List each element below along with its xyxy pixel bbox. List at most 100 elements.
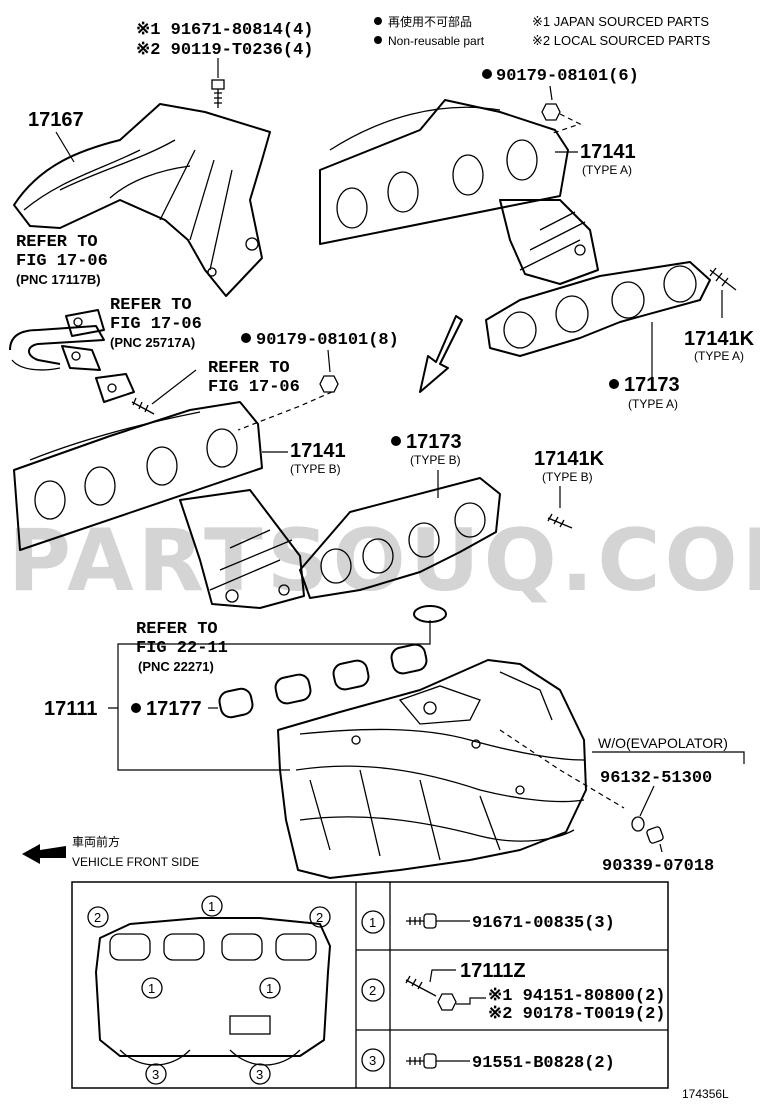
non-reusable-dot-icon (131, 703, 141, 713)
label-90178-t0019: ※2 90178-T0019(2) (488, 1005, 665, 1024)
label-type-b: (TYPE B) (410, 453, 461, 467)
leader-line (429, 969, 456, 983)
label-pnc-22271: (PNC 22271) (138, 659, 214, 674)
nut-icon (541, 103, 561, 121)
gasket-17173-type-b-icon (299, 477, 501, 599)
fastener-table: 2 1 2 1 1 3 3 1 (71, 881, 669, 1089)
label-nut-90179-08101-6: 90179-08101(6) (496, 67, 639, 86)
callout-circle-3: 3 (145, 1063, 167, 1085)
label-pnc-25717a: (PNC 25717A) (110, 335, 195, 350)
nut-icon (319, 375, 339, 393)
non-reusable-dot-icon (482, 69, 492, 79)
label-wo-evapolator: W/O(EVAPOLATOR) (598, 735, 728, 751)
bolt-icon (211, 79, 225, 108)
label-94151-80800: ※1 94151-80800(2) (488, 987, 665, 1006)
label-refer-to: REFER TO (208, 359, 290, 378)
label-vehicle-front-jp: 車両前方 (72, 834, 120, 849)
label-17141k-type-b: 17141K (534, 448, 605, 470)
label-type-b: (TYPE B) (542, 470, 593, 484)
label-nut-90179-08101-8: 90179-08101(8) (256, 331, 399, 350)
exhaust-manifold-type-b-icon (13, 401, 305, 609)
intake-manifold-17111-icon (277, 659, 587, 879)
label-91671-00835: 91671-00835(3) (472, 914, 615, 933)
callout-circle-2: 2 (87, 906, 109, 928)
label-refer-to: REFER TO (16, 233, 98, 252)
label-pnc-17117b: (PNC 17117B) (16, 272, 101, 287)
leader-line (549, 85, 553, 101)
bolt-icon (406, 913, 437, 929)
callout-circle-1: 1 (201, 895, 223, 917)
callout-circle-1: 1 (141, 977, 163, 999)
callout-circle-2: 2 (309, 906, 331, 928)
legend-non-reusable-en: Non-reusable part (388, 34, 485, 48)
svg-text:3: 3 (152, 1067, 159, 1082)
row-3-circle: 3 (361, 1048, 385, 1072)
label-17141-type-b: 17141 (290, 440, 346, 462)
leader-line (592, 751, 745, 764)
leader-line (117, 620, 431, 708)
label-96132-51300: 96132-51300 (600, 769, 712, 788)
leader-line (639, 785, 655, 817)
leader-line (659, 843, 663, 853)
legend-japan-sourced: ※1 JAPAN SOURCED PARTS (532, 14, 709, 29)
vehicle-front-arrow-icon (22, 844, 66, 864)
label-91551-b0828: 91551-B0828(2) (472, 1054, 615, 1073)
dashed-guide (499, 729, 625, 809)
label-fig-17-06: FIG 17-06 (110, 315, 202, 334)
washer-icon (631, 816, 664, 844)
watermark: PARTSOUQ.COM (8, 511, 760, 611)
direction-arrow-icon (419, 315, 463, 393)
label-type-a: (TYPE A) (628, 397, 678, 411)
label-refer-to: REFER TO (136, 620, 218, 639)
stud-icon (131, 397, 155, 415)
label-17141k-type-a: 17141K (684, 328, 755, 350)
label-vehicle-front-en: VEHICLE FRONT SIDE (72, 855, 199, 869)
dashed-guide (549, 113, 582, 135)
non-reusable-dot-icon (609, 379, 619, 389)
gasket-17173-type-a-icon (485, 261, 711, 357)
svg-text:2: 2 (316, 910, 323, 925)
label-fig-17-06: FIG 17-06 (208, 378, 300, 397)
figure-code: 174356L (682, 1087, 729, 1101)
callout-circle-1: 1 (259, 977, 281, 999)
row-2-circle: 2 (361, 978, 385, 1002)
leader-line (108, 707, 290, 771)
leader-line (456, 997, 486, 1005)
non-reusable-dot-icon (241, 333, 251, 343)
exhaust-manifold-type-a-icon (319, 99, 599, 285)
label-fig-17-06: FIG 17-06 (16, 252, 108, 271)
manifold-top-view-icon (95, 917, 331, 1066)
label-type-a: (TYPE A) (694, 349, 744, 363)
legend-non-reusable-jp: 再使用不可部品 (388, 14, 472, 29)
stud-17141k-type-a-icon (709, 267, 737, 291)
svg-text:2: 2 (94, 910, 101, 925)
label-refer-to: REFER TO (110, 296, 192, 315)
legend-dot-icon (374, 36, 382, 44)
row-1-circle: 1 (361, 910, 385, 934)
legend-local-sourced: ※2 LOCAL SOURCED PARTS (532, 33, 711, 48)
label-17177: 17177 (146, 698, 202, 720)
svg-text:1: 1 (266, 981, 273, 996)
non-reusable-dot-icon (391, 436, 401, 446)
leader-line (327, 349, 331, 373)
heat-insulator-17167-icon (13, 103, 271, 297)
svg-text:1: 1 (208, 899, 215, 914)
svg-text:2: 2 (369, 983, 376, 998)
svg-text:1: 1 (148, 981, 155, 996)
label-bolt-91671-80814: ※1 91671-80814(4) (136, 21, 313, 40)
label-17141-type-a: 17141 (580, 141, 636, 163)
label-17173-type-a: 17173 (624, 374, 680, 396)
label-17111z: 17111Z (460, 960, 526, 982)
label-fig-22-11: FIG 22-11 (136, 639, 228, 658)
label-17173-type-b: 17173 (406, 431, 462, 453)
stud-17141k-type-b-icon (547, 513, 573, 529)
leader-line (151, 369, 197, 405)
sensor-bracket-icon (9, 309, 135, 403)
callout-circle-3: 3 (249, 1063, 271, 1085)
label-type-a: (TYPE A) (582, 163, 632, 177)
label-type-b: (TYPE B) (290, 462, 341, 476)
label-bolt-90119-t0236: ※2 90119-T0236(4) (136, 41, 313, 60)
svg-text:1: 1 (369, 915, 376, 930)
intake-gasket-17177-icon (218, 605, 447, 719)
